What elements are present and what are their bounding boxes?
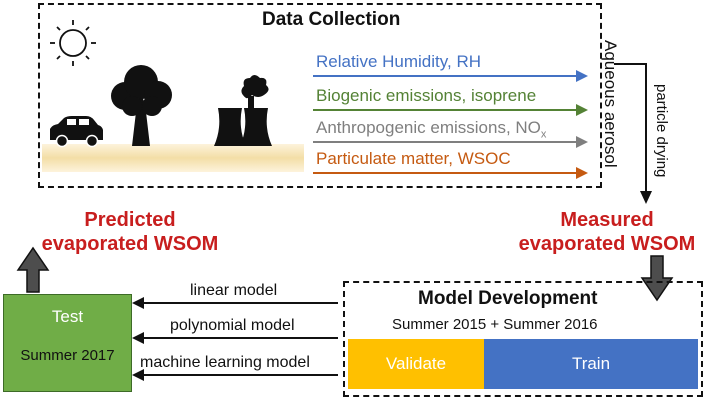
predicted-line-2: evaporated WSOM	[41, 233, 219, 255]
model-arrows	[132, 297, 338, 381]
input-arrows	[313, 70, 588, 179]
factory-icon	[214, 75, 272, 146]
training-period-label: Summer 2015 + Summer 2016	[392, 316, 598, 333]
up-arrow-to-prediction	[16, 246, 50, 293]
validate-label: Validate	[385, 354, 447, 373]
anthropogenic-subscript: x	[540, 128, 547, 141]
aqueous-aerosol-label: Aqueous aerosol	[601, 40, 620, 168]
anthropogenic-text: Anthropogenic emissions, NO	[316, 118, 541, 137]
measured-line-1: Measured	[560, 209, 654, 231]
predicted-label: Predicted evaporated WSOM	[35, 208, 225, 256]
train-block: Train	[484, 339, 698, 389]
particle-drying-label: particle drying	[653, 84, 670, 178]
validate-block: Validate	[348, 339, 484, 389]
polynomial-model-label: polynomial model	[170, 317, 295, 334]
data-collection-box	[38, 3, 602, 188]
test-title: Test	[51, 307, 84, 326]
input-label-biogenic: Biogenic emissions, isoprene	[316, 86, 537, 105]
measured-line-2: evaporated WSOM	[518, 233, 696, 255]
input-label-pm: Particulate matter, WSOC	[316, 149, 511, 168]
ground-strip	[42, 144, 304, 172]
particle-drying-arrow	[614, 63, 652, 204]
input-label-anthropogenic: Anthropogenic emissions, NOx	[316, 118, 546, 140]
machine-learning-model-label: machine learning model	[140, 354, 310, 371]
model-development-box	[343, 281, 703, 397]
input-label-rh: Relative Humidity, RH	[316, 52, 482, 71]
data-collection-title: Data Collection	[262, 9, 401, 30]
down-arrow-to-model	[640, 255, 674, 302]
model-development-title: Model Development	[418, 288, 598, 309]
car-icon	[50, 116, 103, 148]
test-box: Test Summer 2017	[3, 294, 132, 392]
sun-icon	[50, 20, 96, 66]
predicted-line-1: Predicted	[84, 209, 176, 231]
measured-label: Measured evaporated WSOM	[512, 208, 702, 256]
tree-icon	[111, 65, 172, 146]
linear-model-label: linear model	[190, 282, 278, 299]
test-period: Summer 2017	[20, 347, 115, 364]
train-label: Train	[571, 354, 611, 373]
